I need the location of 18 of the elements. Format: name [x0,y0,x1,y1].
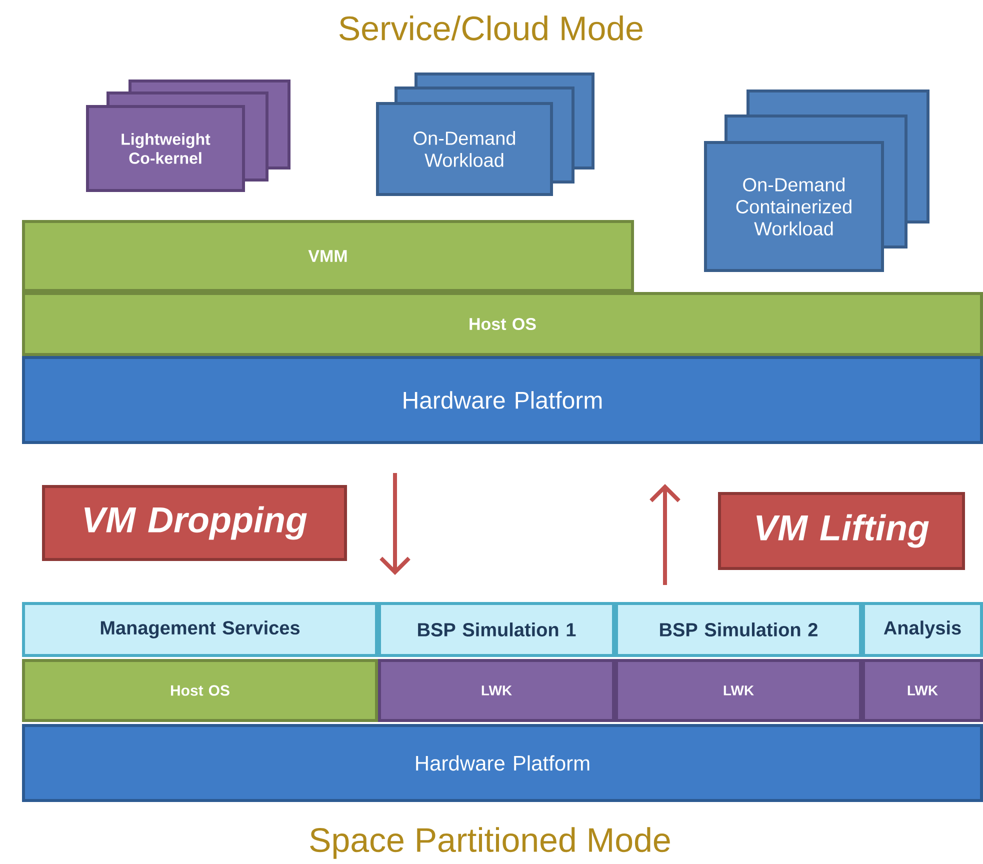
stacked-kernel-boxes: Lightweight Co-kernel [86,80,290,192]
mode-label-box: VM Dropping [42,485,347,561]
service-box: BSP Simulation 1 [378,602,615,657]
stacked-workload-boxes: On-Demand Containerized Workload [704,90,930,272]
service-box: Management Services [22,602,378,657]
mode-label-box: VM Lifting [718,492,965,570]
kernel-box: LWK [378,659,615,722]
title: Service/Cloud Mode [339,16,642,40]
layer-box: VMM [22,220,634,292]
layer-box: Host OS [22,659,378,722]
stacked-workload-boxes: On-Demand Workload [376,72,594,196]
service-box: Analysis [862,602,983,657]
hardware-bar: Hardware Platform [22,724,983,802]
hardware-bar: Hardware Platform [22,356,983,444]
node-label: Workload [754,222,833,236]
layer-box: Host OS [22,292,983,356]
kernel-box: LWK [862,659,983,722]
caption: Space Partitioned Mode [310,827,670,859]
